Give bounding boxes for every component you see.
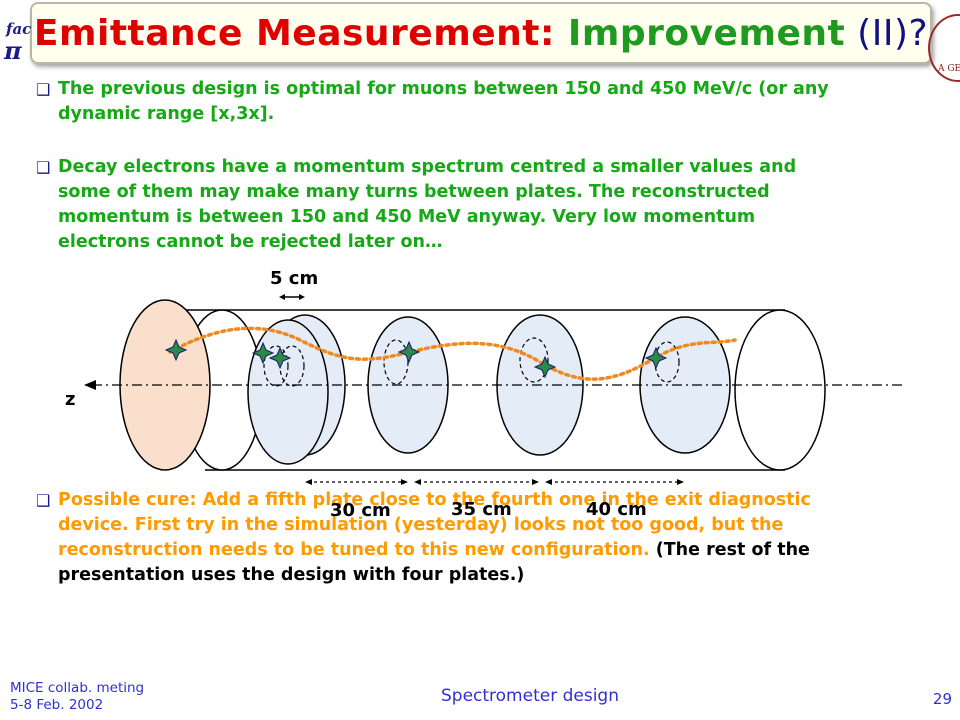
bullet-1-text: The previous design is optimal for muons… [58, 79, 829, 124]
checkbox-bullet-icon: ❑ [36, 80, 51, 99]
z-axis-arrowhead [84, 380, 96, 390]
hit-markers [164, 338, 668, 379]
hit-marker [644, 346, 668, 370]
left-logo: fac π [2, 2, 32, 72]
bullet-3-black-text: (The rest of the presentation uses the d… [58, 540, 810, 585]
bullet-3-orange-text: Possible cure: Add a fifth plate close t… [58, 490, 811, 560]
checkbox-bullet-icon: ❑ [36, 158, 51, 177]
gap-arrow-left-head [279, 294, 285, 300]
arrowhead [532, 479, 539, 485]
plate-1-front [247, 319, 329, 465]
gap-arrow-right-head [299, 294, 305, 300]
footer-meeting-line2: 5-8 Feb. 2002 [10, 697, 104, 713]
z-axis-label: z [65, 389, 75, 410]
bullet-1: ❑ The previous design is optimal for muo… [36, 77, 836, 127]
arrowhead [545, 479, 552, 485]
page-number: 29 [932, 690, 952, 708]
bullet-2: ❑ Decay electrons have a momentum spectr… [36, 155, 836, 255]
hit-region-1a [263, 345, 289, 387]
arrowhead [401, 479, 408, 485]
hit-marker [397, 340, 421, 364]
hit-marker [533, 355, 557, 379]
arrowhead [677, 479, 684, 485]
hit-region-2 [383, 339, 409, 385]
footer-topic: Spectrometer design [440, 686, 619, 706]
hit-marker [268, 346, 292, 370]
footer-meeting-line1: MICE collab. meting [10, 680, 145, 696]
exit-end-cap [734, 309, 826, 471]
hit-marker [164, 338, 188, 362]
footer-meeting: MICE collab. meting 5-8 Feb. 2002 [10, 680, 144, 714]
arrowhead [414, 479, 421, 485]
checkbox-bullet-icon: ❑ [36, 491, 51, 510]
bullet-3-text: Possible cure: Add a fifth plate close t… [58, 488, 836, 588]
left-logo-glyph: π [4, 36, 22, 65]
left-logo-text: fac [6, 20, 32, 38]
right-logo-text: A GENE [938, 64, 960, 74]
gap-label: 5 cm [270, 268, 318, 289]
bullet-3: ❑ Possible cure: Add a fifth plate close… [36, 488, 836, 588]
title-part3: (II)? [845, 12, 929, 54]
hit-region-3 [519, 337, 549, 383]
title-part2: Improvement [567, 12, 846, 54]
arrowhead [305, 479, 312, 485]
title-part1: Emittance Measurement: [33, 12, 568, 54]
slide-title: Emittance Measurement: Improvement (II)? [30, 2, 932, 64]
hit-marker [251, 341, 275, 365]
bullet-2-text: Decay electrons have a momentum spectrum… [58, 157, 797, 252]
